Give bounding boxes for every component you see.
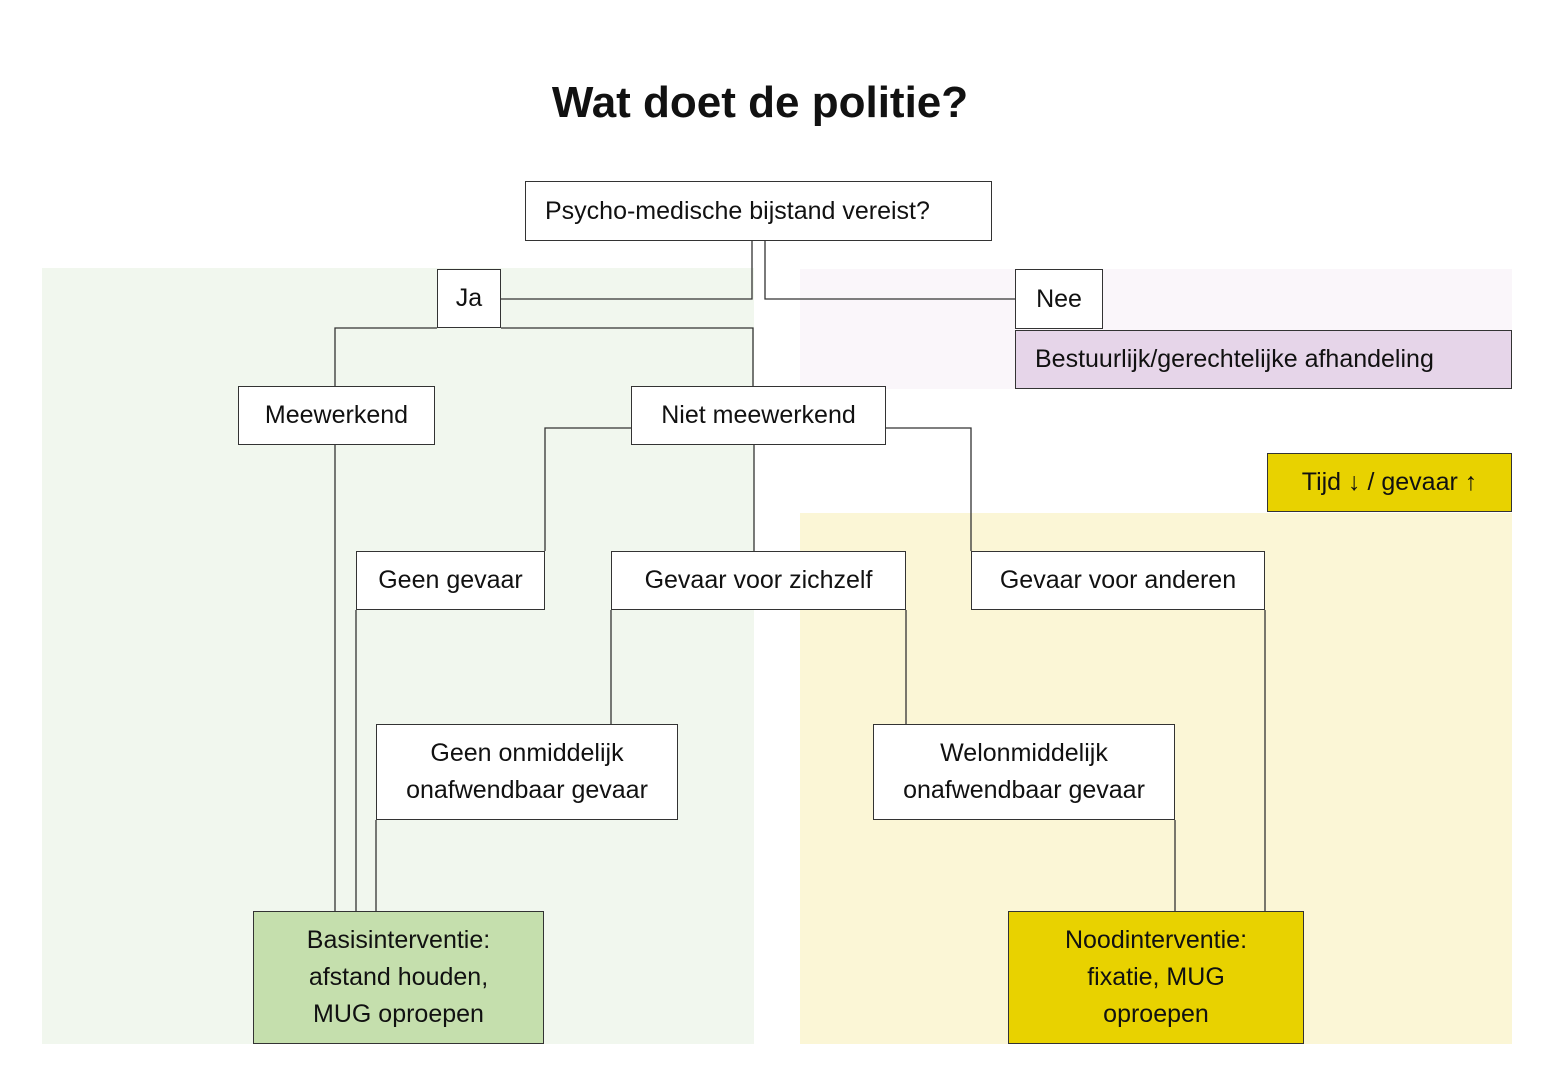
node-basisinterventie: Basisinterventie: afstand houden, MUG op… (253, 911, 544, 1044)
node-gevaar-voor-anderen: Gevaar voor anderen (971, 551, 1265, 610)
connector-niet-meewerkend-geen-gevaar (544, 427, 631, 551)
node-ja: Ja (437, 269, 501, 328)
node-bestuurlijk-gerechtelijke-afhandeling: Bestuurlijk/gerechtelijke afhandeling (1015, 330, 1512, 389)
node-geen-gevaar: Geen gevaar (356, 551, 545, 610)
connector-ja-niet-meewerkend (501, 327, 754, 386)
node-meewerkend: Meewerkend (238, 386, 435, 445)
node-noodinterventie: Noodinterventie: fixatie, MUG oproepen (1008, 911, 1304, 1044)
node-wel-onmiddelijk-gevaar: Welonmiddelijk onafwendbaar gevaar (873, 724, 1175, 820)
connector-ja-meewerkend (334, 327, 437, 386)
connector-niet-meewerkend-anderen (886, 427, 972, 551)
node-nee: Nee (1015, 269, 1103, 329)
connector-root-ja (501, 241, 753, 300)
node-gevaar-voor-zichzelf: Gevaar voor zichzelf (611, 551, 906, 610)
node-tijd-gevaar-legend: Tijd ↓ / gevaar ↑ (1267, 453, 1512, 512)
node-psycho-medische-bijstand: Psycho-medische bijstand vereist? (525, 181, 992, 241)
page-title: Wat doet de politie? (551, 78, 969, 127)
node-niet-meewerkend: Niet meewerkend (631, 386, 886, 445)
connector-root-nee (764, 241, 1015, 300)
node-geen-onmiddelijk-gevaar: Geen onmiddelijk onafwendbaar gevaar (376, 724, 678, 820)
